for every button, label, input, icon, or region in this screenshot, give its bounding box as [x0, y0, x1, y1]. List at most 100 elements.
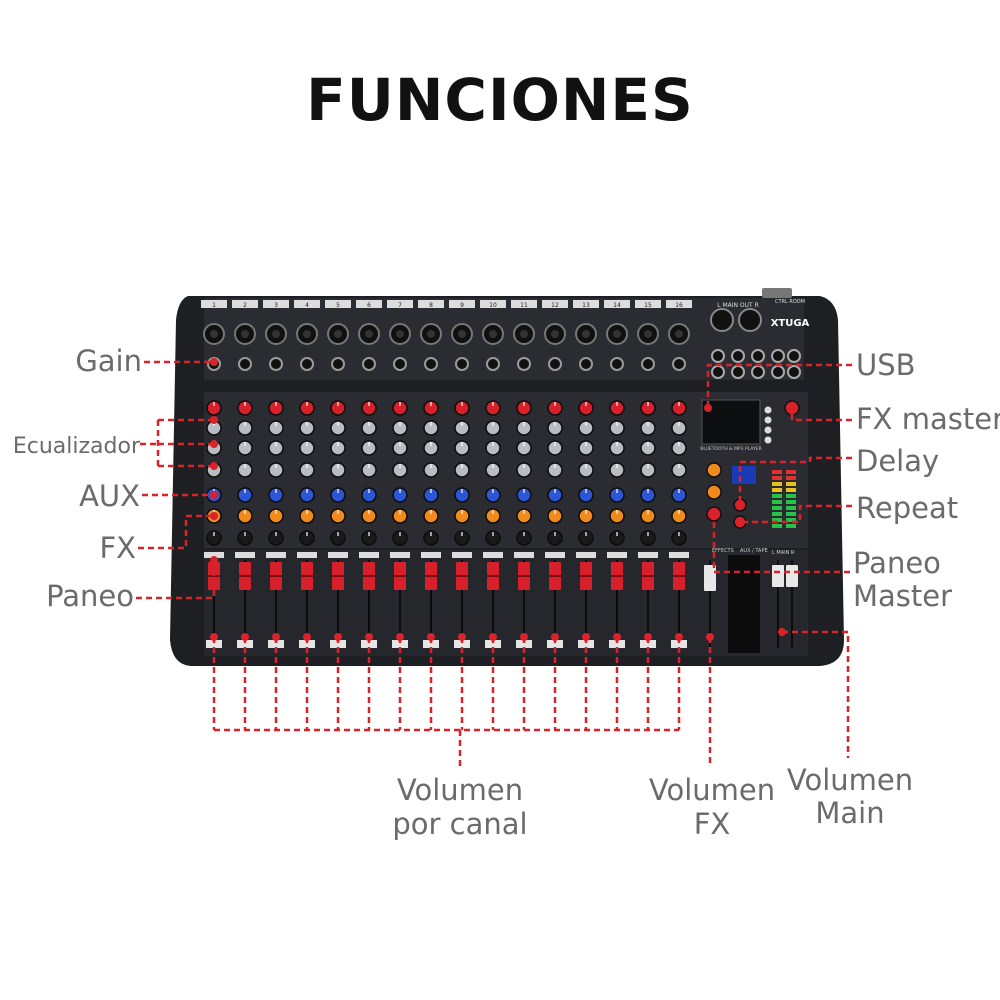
- knob: [268, 420, 284, 436]
- annotation-dot: [551, 633, 559, 641]
- fader-cap-line: [239, 575, 251, 577]
- fader-number-tab: [204, 552, 224, 558]
- knob: [392, 462, 408, 478]
- fader-number-tab: [452, 552, 472, 558]
- annotation-dot: [210, 416, 218, 424]
- fader-cap-line: [301, 575, 313, 577]
- knob: [516, 400, 532, 416]
- level-meter-led: [786, 494, 796, 498]
- master-jack: [731, 349, 745, 363]
- fader-number-tab: [638, 552, 658, 558]
- knob: [671, 530, 687, 546]
- level-meter-led: [786, 482, 796, 486]
- master-jack: [711, 349, 725, 363]
- fader-slot: [647, 560, 649, 648]
- annotation-dot: [710, 510, 718, 518]
- annotation-line: [138, 514, 214, 550]
- knob: [237, 508, 253, 524]
- knob: [547, 462, 563, 478]
- channel-strip: 15: [635, 300, 661, 648]
- annotation-dot: [489, 633, 497, 641]
- line-input: [486, 357, 500, 371]
- master-jack: [751, 349, 765, 363]
- knob: [361, 462, 377, 478]
- knob: [640, 487, 656, 503]
- fader-slot: [306, 560, 308, 648]
- knob: [578, 508, 594, 524]
- knob: [237, 462, 253, 478]
- player-button: [764, 426, 772, 434]
- level-meter-led: [772, 494, 782, 498]
- label-volumen-fx-1: Volumen: [648, 773, 776, 807]
- knob: [547, 440, 563, 456]
- knob: [361, 487, 377, 503]
- annotation-dot: [788, 404, 796, 412]
- line-input: [579, 357, 593, 371]
- knob: [392, 400, 408, 416]
- channel-number-tab: [418, 300, 444, 308]
- level-meter-led: [772, 506, 782, 510]
- fader-slot: [554, 560, 556, 648]
- knob: [237, 530, 253, 546]
- level-meter-led: [786, 512, 796, 516]
- annotation-dot: [365, 633, 373, 641]
- xlr-core: [520, 330, 528, 338]
- knob: [454, 400, 470, 416]
- knob: [392, 530, 408, 546]
- annotation-dot: [241, 633, 249, 641]
- line-input: [393, 357, 407, 371]
- fader-cap-line: [394, 575, 406, 577]
- xlr-core: [427, 330, 435, 338]
- fader-slot: [492, 560, 494, 648]
- channel-strip: 3: [263, 300, 289, 648]
- channel-number-tab: [232, 300, 258, 308]
- channel-number: 9: [460, 302, 464, 309]
- knob: [237, 487, 253, 503]
- knob: [547, 487, 563, 503]
- channel-number: 3: [274, 302, 278, 309]
- channel-number: 1: [212, 302, 216, 309]
- xlr-core: [210, 330, 218, 338]
- knob: [485, 462, 501, 478]
- knob: [485, 420, 501, 436]
- knob: [423, 400, 439, 416]
- mute-button: [578, 640, 594, 648]
- annotation-dot: [427, 633, 435, 641]
- master-jack: [731, 365, 745, 379]
- fader-cap-line: [456, 575, 468, 577]
- fader-cap-line: [642, 575, 654, 577]
- annotation-dot: [736, 518, 744, 526]
- channel-strip: 13: [573, 300, 599, 648]
- level-meter-led: [772, 512, 782, 516]
- master-jack: [751, 365, 765, 379]
- mute-button: [671, 640, 687, 648]
- annotation-dot: [396, 633, 404, 641]
- annotation-line: [740, 504, 852, 524]
- knob: [454, 440, 470, 456]
- knob: [299, 508, 315, 524]
- master-jack: [787, 349, 801, 363]
- annotation-dot: [210, 556, 218, 564]
- line-input: [455, 357, 469, 371]
- knob: [671, 487, 687, 503]
- annotation-dot: [210, 491, 218, 499]
- channel-number-tab: [294, 300, 320, 308]
- knob: [609, 420, 625, 436]
- knob: [454, 462, 470, 478]
- fader-slot: [399, 560, 401, 648]
- channel-strip: 5: [325, 300, 351, 648]
- knob: [299, 462, 315, 478]
- master-jack: [711, 365, 725, 379]
- label-usb: USB: [856, 348, 916, 382]
- knob: [485, 530, 501, 546]
- main-out-xlr: [710, 308, 734, 332]
- xlr-core: [303, 330, 311, 338]
- mute-button: [547, 640, 563, 648]
- knob: [578, 400, 594, 416]
- annotation-dot: [704, 404, 712, 412]
- knob: [609, 487, 625, 503]
- line-input: [424, 357, 438, 371]
- knob: [268, 400, 284, 416]
- main-out-xlr: [738, 308, 762, 332]
